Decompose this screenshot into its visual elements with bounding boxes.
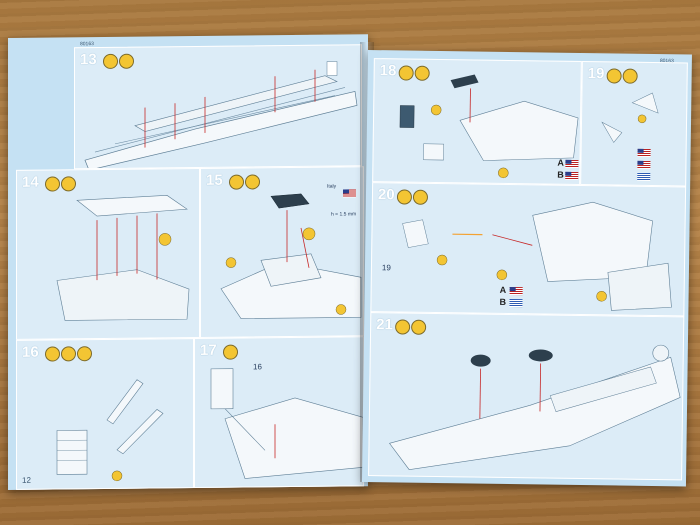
us-flag-icon: [509, 287, 523, 296]
us-flag-icon: [637, 148, 651, 157]
step-19-panel: 19: [580, 60, 688, 187]
hull-deck-drawing: [84, 61, 358, 169]
step-14-panel: 14: [16, 167, 200, 340]
variant-letter-a: A: [499, 284, 507, 295]
greek-flag-icon: [637, 172, 651, 181]
turret-assembly-drawing: [220, 193, 362, 319]
left-page-number: 12: [22, 475, 31, 485]
step-18-panel: 18 A B: [372, 58, 582, 185]
ladder-parts-drawing: [56, 379, 164, 482]
step-17-panel: 17 16: [194, 336, 364, 489]
us-flag-icon: [637, 160, 651, 169]
deck-turret-drawing: [389, 344, 681, 470]
us-flag-icon: [565, 159, 579, 168]
greek-flag-icon: [509, 299, 523, 308]
cabin-assembly-drawing: [56, 195, 190, 321]
variant-letter-a: A: [557, 157, 565, 168]
step-16-panel: 16: [16, 338, 194, 490]
right-page: 80163 18 A B 19: [361, 50, 692, 487]
variant-letter-b: B: [557, 169, 564, 180]
step-20-panel: 20 19 A B: [370, 182, 687, 317]
bridge-assembly-drawing: [399, 74, 579, 179]
us-flag-icon: [565, 171, 579, 180]
variant-letter-b: B: [499, 296, 507, 307]
step-13-panel: 13: [74, 44, 362, 170]
left-page: 80163 13 14: [8, 34, 368, 490]
mast-parts-drawing: [601, 92, 659, 143]
step-15-panel: 15 Italy h = 1.5 mm: [200, 166, 364, 338]
step-21-panel: 21: [368, 312, 685, 481]
ladder-mount-drawing: [210, 368, 363, 479]
gun-mount-drawing: [402, 201, 672, 311]
